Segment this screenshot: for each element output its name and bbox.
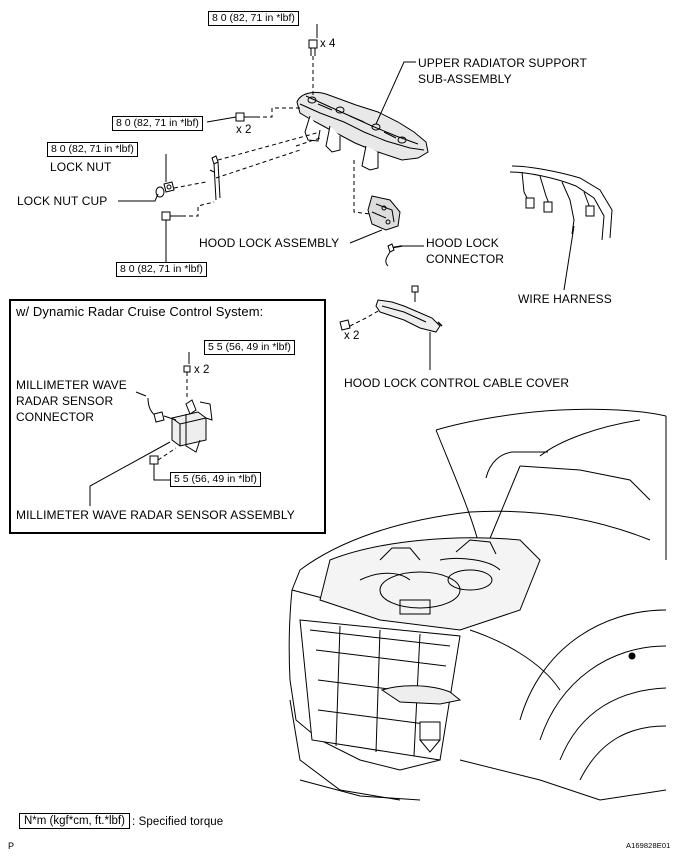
multiplier-cover-bolts: x 2 xyxy=(344,330,360,342)
label-radar-sensor-assembly: MILLIMETER WAVE RADAR SENSOR ASSEMBLY xyxy=(16,508,295,522)
label-radar-connector-line2: RADAR SENSOR xyxy=(16,394,114,408)
multiplier-top-bolts: x 4 xyxy=(320,38,336,50)
lock-nut-icon xyxy=(163,181,175,193)
hood-lock-assembly-part xyxy=(367,195,401,231)
label-wire-harness: WIRE HARNESS xyxy=(518,292,612,306)
legend-unit-box: N*m (kgf*cm, ft.*lbf) xyxy=(19,813,130,829)
label-hood-lock-assembly: HOOD LOCK ASSEMBLY xyxy=(199,236,340,250)
label-upper-radiator-support: UPPER RADIATOR SUPPORT xyxy=(418,56,587,70)
torque-spec-radar-bracket: 5 5 (56, 49 in *lbf) xyxy=(204,340,295,355)
label-radar-connector-line3: CONNECTOR xyxy=(16,410,95,424)
label-hood-lock-connector-line2: CONNECTOR xyxy=(426,252,505,266)
upper-radiator-support-part xyxy=(296,91,429,171)
inset-title: w/ Dynamic Radar Cruise Control System: xyxy=(16,304,264,319)
multiplier-left-bolts: x 2 xyxy=(236,124,252,136)
label-upper-radiator-support-line2: SUB-ASSEMBLY xyxy=(418,72,512,86)
radar-bolt-lower-icon xyxy=(149,447,177,465)
bolt-top-icon xyxy=(308,39,318,56)
bolt-lower-left-icon xyxy=(161,211,182,221)
wire-harness-part xyxy=(509,165,613,241)
radar-connector-part xyxy=(147,397,177,423)
label-hood-lock-connector-line1: HOOD LOCK xyxy=(426,236,499,250)
torque-spec-radar-sensor: 5 5 (56, 49 in *lbf) xyxy=(170,472,261,487)
hood-lock-cable-cover-part xyxy=(375,299,443,333)
torque-spec-left-upper: 8 0 (82, 71 in *lbf) xyxy=(112,116,203,131)
label-radar-connector-line1: MILLIMETER WAVE xyxy=(16,378,127,392)
hood-lock-connector-part xyxy=(385,243,403,267)
radar-bolt-top-icon xyxy=(183,365,191,398)
figure-id: A169828E01 xyxy=(626,841,671,850)
label-hood-lock-cable-cover: HOOD LOCK CONTROL CABLE COVER xyxy=(344,376,570,390)
torque-spec-lock-nut: 8 0 (82, 71 in *lbf) xyxy=(47,142,138,157)
torque-spec-top: 8 0 (82, 71 in *lbf) xyxy=(208,11,299,26)
lock-stud-icon xyxy=(209,155,221,201)
vehicle-front-drawing xyxy=(288,408,667,801)
torque-spec-bottom-left: 8 0 (82, 71 in *lbf) xyxy=(116,262,207,277)
bolt-cover-top-icon xyxy=(411,285,419,302)
label-lock-nut-cup: LOCK NUT CUP xyxy=(17,194,108,208)
radar-inset-panel xyxy=(9,299,326,534)
bolt-left-upper-icon xyxy=(235,112,256,122)
label-lock-nut: LOCK NUT xyxy=(50,160,112,174)
legend-meaning: : Specified torque xyxy=(132,816,224,828)
multiplier-radar-bolts: x 2 xyxy=(194,364,210,376)
bolt-cover-left-icon xyxy=(339,319,351,331)
page-letter: P xyxy=(8,841,15,851)
